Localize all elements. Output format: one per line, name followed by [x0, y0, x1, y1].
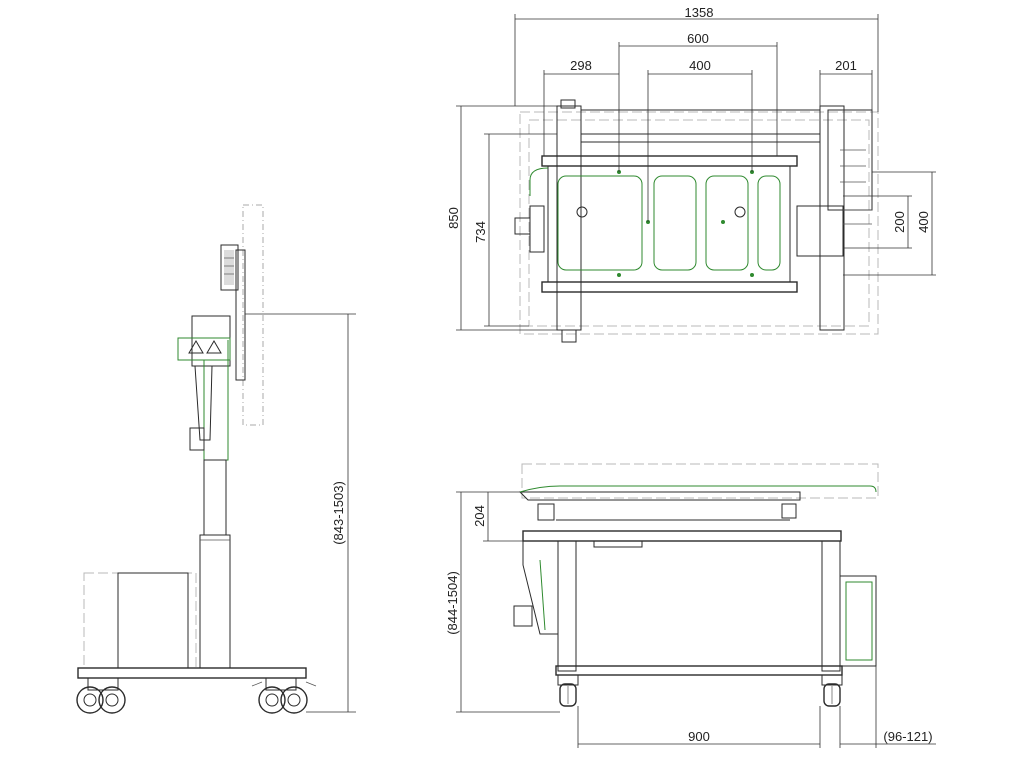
side-column-upper — [203, 459, 227, 536]
top-view: 1358 600 298 400 201 850 734 200 40 — [446, 5, 936, 343]
dim-label-734: 734 — [473, 221, 488, 243]
dim-label-298: 298 — [570, 58, 592, 73]
side-column-lower — [199, 534, 231, 669]
dim-label-600: 600 — [687, 31, 709, 46]
front-side-cabinet — [522, 541, 559, 635]
dim-label-front-height: (844-1504) — [445, 571, 460, 635]
dim-label-offset: (96-121) — [883, 729, 932, 744]
front-view: 204 (844-1504) 900 (96-121) — [445, 463, 936, 748]
side-base — [77, 667, 307, 679]
dim-label-400h: 400 — [689, 58, 711, 73]
front-leg-left — [557, 540, 577, 672]
side-cabinet-phantom — [83, 572, 197, 669]
side-screen-phantom — [242, 204, 264, 426]
front-castor-left — [557, 674, 579, 707]
top-right-upright — [819, 105, 845, 331]
side-control-box — [220, 244, 239, 291]
top-left-upright — [556, 105, 582, 331]
side-tilt-arm — [194, 365, 213, 441]
side-view: (843-1503) — [76, 204, 356, 714]
front-right-box — [839, 575, 877, 667]
side-castor-left — [76, 677, 126, 714]
side-head-bracket — [191, 315, 231, 367]
side-height-label: (843-1503) — [331, 481, 346, 545]
dim-label-200: 200 — [892, 211, 907, 233]
dim-label-1358: 1358 — [685, 5, 714, 20]
front-screen-phantom — [521, 463, 879, 499]
top-right-plate — [796, 205, 844, 257]
dim-label-201: 201 — [835, 58, 857, 73]
dim-label-400v: 400 — [916, 211, 931, 233]
dim-label-850: 850 — [446, 207, 461, 229]
front-leg-right — [821, 540, 841, 672]
side-castor-right — [251, 677, 317, 714]
top-bracket-frame — [541, 155, 798, 167]
front-lower-bar — [555, 665, 843, 676]
top-left-plate — [529, 205, 545, 253]
front-lift-top — [522, 530, 842, 542]
dim-label-900: 900 — [688, 729, 710, 744]
top-screen-phantom — [519, 111, 879, 335]
side-screen — [235, 249, 246, 381]
dim-label-204: 204 — [472, 505, 487, 527]
front-castor-right — [821, 674, 843, 707]
front-head-plate — [518, 491, 801, 501]
